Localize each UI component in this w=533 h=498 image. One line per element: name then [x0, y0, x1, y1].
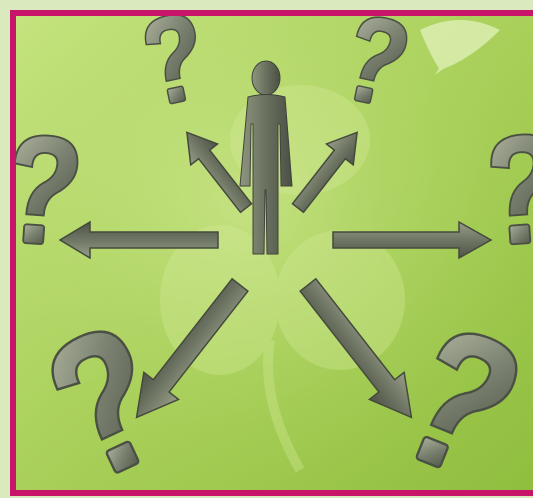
illustration-canvas — [0, 0, 533, 498]
illustration — [0, 0, 533, 498]
